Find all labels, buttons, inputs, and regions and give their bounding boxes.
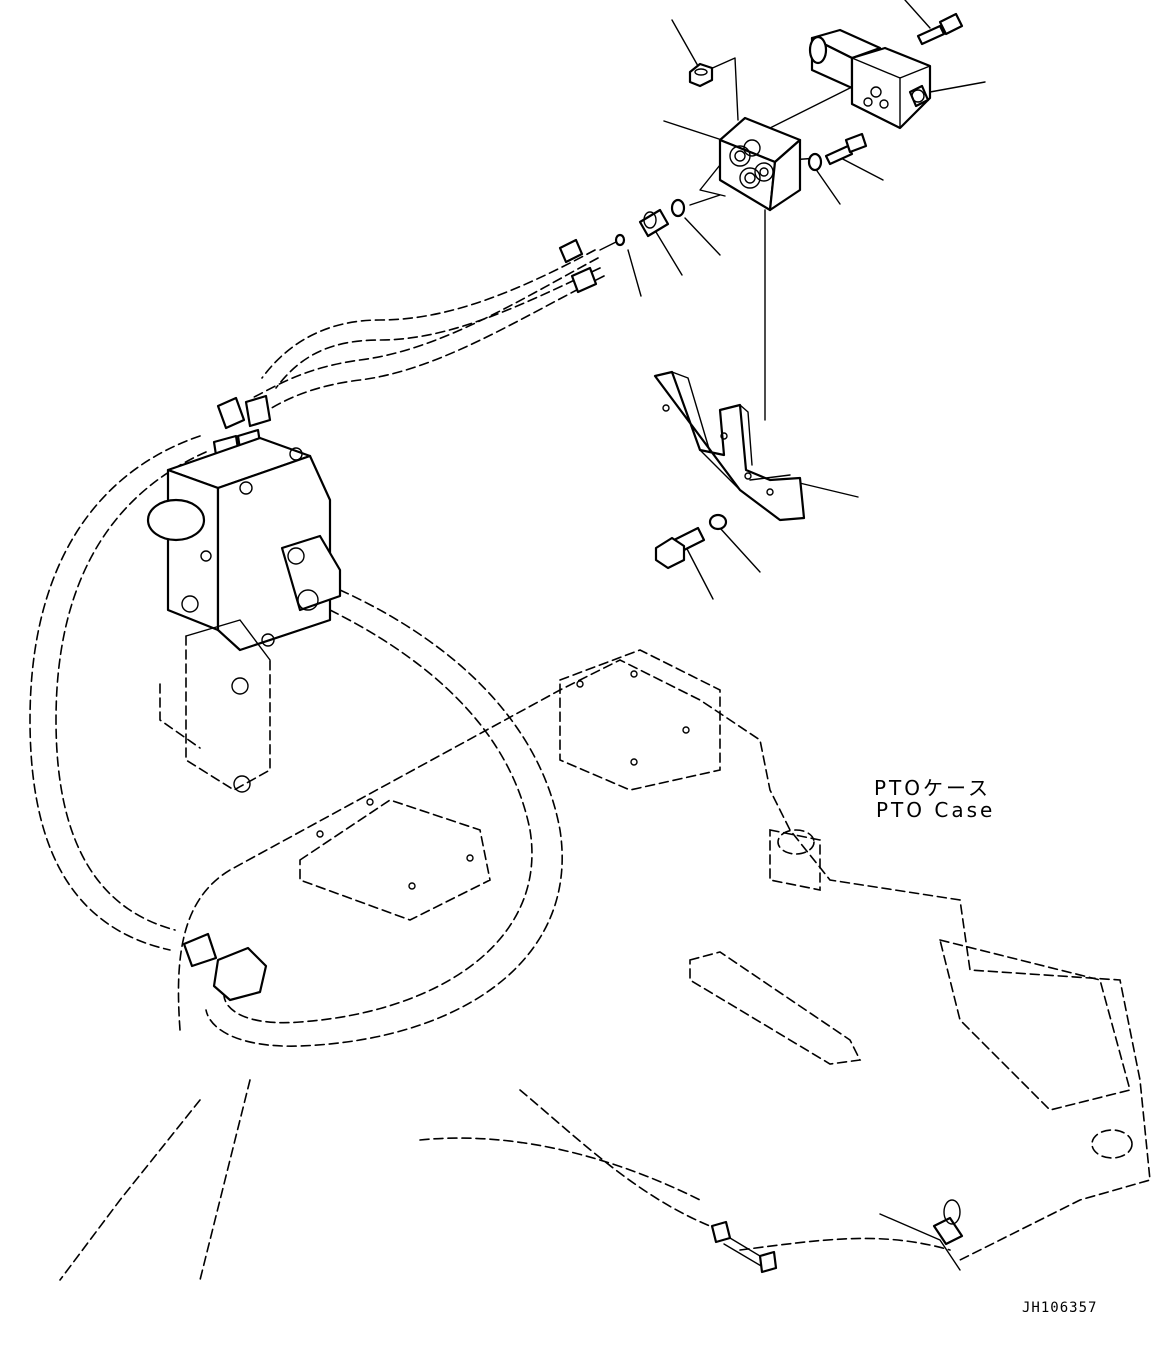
fitting-and-orings [614, 198, 686, 247]
block-bolt [807, 132, 868, 172]
control-valve [146, 436, 342, 652]
bracket-bolt [654, 513, 728, 570]
pto-case-label-en: PTO Case [876, 798, 996, 822]
valve-block [718, 116, 802, 212]
valve-mount-plate [159, 619, 275, 793]
hoses [29, 249, 605, 1047]
assembly-guide-lines [599, 57, 851, 421]
solenoid-valve [808, 28, 932, 130]
leader-lines [627, 0, 986, 600]
pto-case-label-jp: PTOケース [874, 776, 992, 800]
mounting-bracket [653, 370, 806, 522]
drawing-id: JH106357 [1022, 1300, 1098, 1316]
pto-case [59, 649, 1151, 1281]
plug [688, 62, 714, 88]
sensor-harness [710, 1199, 964, 1274]
solenoid-bolt [916, 12, 964, 46]
